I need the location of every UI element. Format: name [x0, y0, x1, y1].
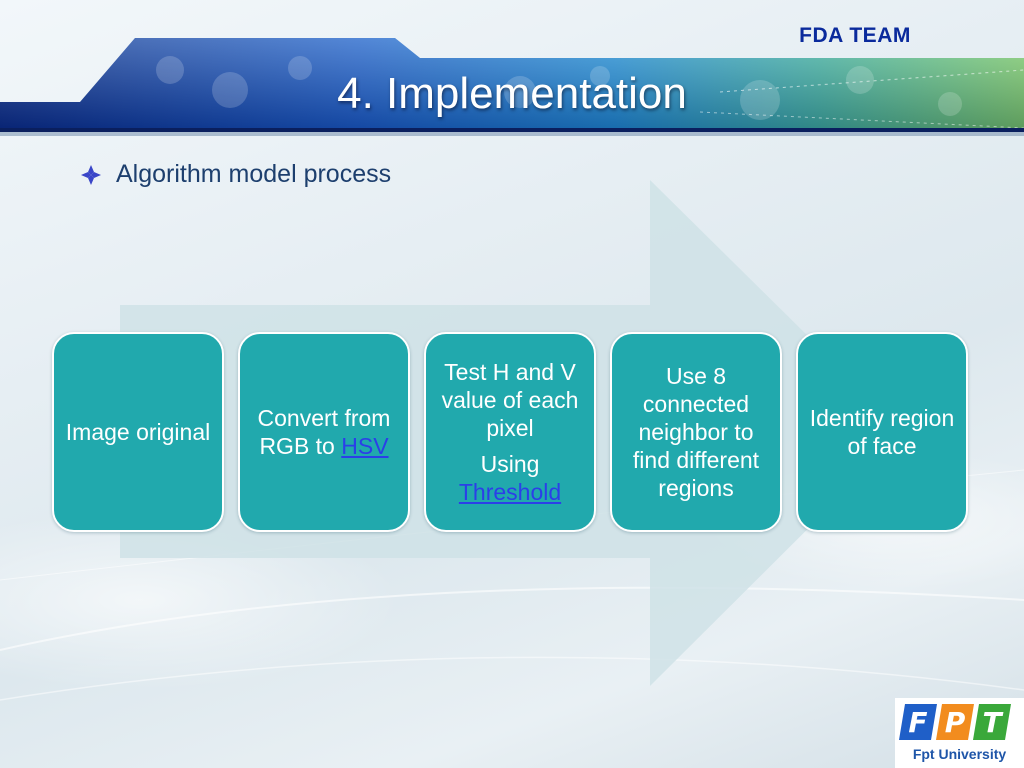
- step-text: Test H and V value of each pixel: [441, 359, 579, 441]
- header-banner: [0, 38, 1024, 136]
- step-text: Convert from RGB to HSV: [257, 405, 391, 459]
- team-label: FDA TEAM: [799, 24, 911, 47]
- step-text: Identify region of face: [809, 405, 955, 459]
- logo-letter-t: T: [982, 706, 1003, 739]
- step-convert-rgb-hsv: Convert from RGB to HSV: [238, 332, 410, 532]
- step-text: Image original: [65, 419, 211, 445]
- bullet-item: Algorithm model process: [80, 160, 391, 189]
- threshold-link[interactable]: Threshold: [458, 479, 562, 505]
- bullet-text: Algorithm model process: [116, 160, 392, 188]
- step-image-original: Image original: [52, 332, 224, 532]
- logo-letter-p: P: [945, 706, 966, 739]
- fpt-logo-mark: F P T: [899, 704, 1011, 740]
- fpt-university-logo: F P T Fpt University: [895, 698, 1024, 768]
- logo-letter-f: F: [908, 706, 927, 739]
- hsv-link[interactable]: HSV: [341, 433, 389, 459]
- diamond-bullet-icon: [81, 164, 101, 185]
- logo-caption: Fpt University: [912, 746, 1007, 762]
- step-text: Use 8 connected neighbor to find differe…: [632, 363, 760, 501]
- step-connected-neighbor: Use 8 connected neighbor to find differe…: [610, 332, 782, 532]
- slide-title: 4. Implementation: [337, 69, 687, 118]
- step-identify-face: Identify region of face: [796, 332, 968, 532]
